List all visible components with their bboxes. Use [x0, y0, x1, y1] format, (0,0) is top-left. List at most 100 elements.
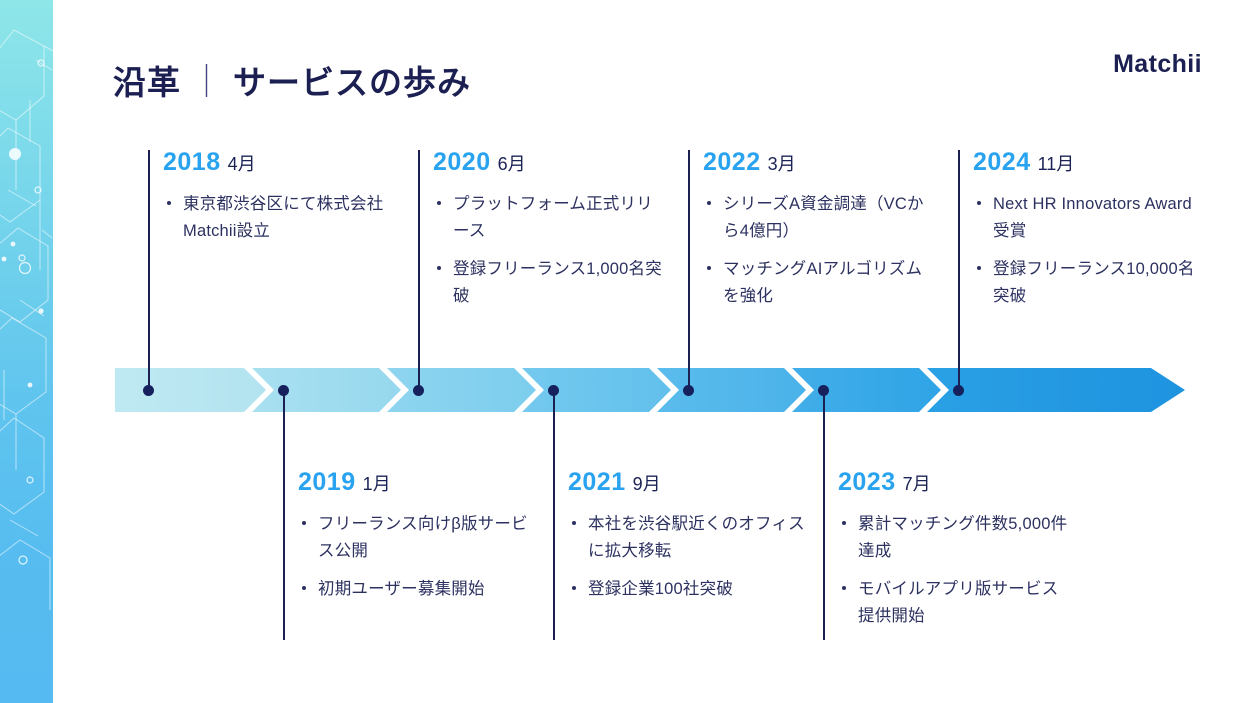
list-item: 本社を渋谷駅近くのオフィスに拡大移転	[568, 511, 813, 564]
milestone-month: 4月	[227, 154, 256, 174]
timeline-dot-2020	[413, 385, 424, 396]
milestone-2021: 2021 9月 本社を渋谷駅近くのオフィスに拡大移転 登録企業100社突破	[568, 468, 813, 603]
connector-line-2021	[553, 390, 555, 640]
timeline-dot-2023	[818, 385, 829, 396]
list-item: モバイルアプリ版サービス提供開始	[838, 576, 1073, 629]
milestone-items: Next HR Innovators Award 受賞 登録フリーランス10,0…	[973, 191, 1208, 310]
chevron-segment-2	[252, 368, 401, 412]
milestone-2022: 2022 3月 シリーズA資金調達（VCから4億円） マッチングAIアルゴリズムを…	[703, 148, 938, 310]
chevron-segment-6	[792, 368, 941, 412]
list-item: フリーランス向けβ版サービス公開	[298, 511, 533, 564]
list-item: 初期ユーザー募集開始	[298, 576, 533, 603]
milestone-2019: 2019 1月 フリーランス向けβ版サービス公開 初期ユーザー募集開始	[298, 468, 533, 603]
milestone-2018: 2018 4月 東京都渋谷区にて株式会社Matchii設立	[163, 148, 398, 244]
chevron-segment-3	[387, 368, 536, 412]
item-text: 登録フリーランス10,000名突破	[993, 260, 1195, 306]
bullet-icon	[977, 201, 981, 205]
list-item: 登録フリーランス10,000名突破	[973, 256, 1208, 309]
milestone-header: 2024 11月	[973, 148, 1208, 177]
milestone-header: 2020 6月	[433, 148, 668, 177]
milestone-year: 2021	[568, 468, 626, 496]
milestone-year: 2024	[973, 148, 1031, 176]
item-text: Next HR Innovators Award 受賞	[993, 195, 1192, 240]
chevron-segment-5	[657, 368, 806, 412]
milestone-items: フリーランス向けβ版サービス公開 初期ユーザー募集開始	[298, 511, 533, 603]
milestone-header: 2023 7月	[838, 468, 1073, 497]
chevron-segments	[115, 368, 1185, 412]
timeline-dot-2021	[548, 385, 559, 396]
milestone-2023: 2023 7月 累計マッチング件数5,000件達成 モバイルアプリ版サービス提供開…	[838, 468, 1073, 630]
milestone-year: 2023	[838, 468, 896, 496]
milestone-year: 2022	[703, 148, 761, 176]
connector-line-2019	[283, 390, 285, 640]
milestone-items: シリーズA資金調達（VCから4億円） マッチングAIアルゴリズムを強化	[703, 191, 938, 310]
connector-line-2024	[958, 150, 960, 390]
item-text: 東京都渋谷区にて株式会社Matchii設立	[183, 195, 384, 240]
item-text: 初期ユーザー募集開始	[318, 580, 485, 599]
item-text: プラットフォーム正式リリース	[453, 195, 653, 240]
bullet-icon	[707, 201, 711, 205]
bullet-icon	[302, 586, 306, 591]
page-title-main: 沿革	[113, 64, 181, 101]
bullet-icon	[437, 266, 441, 271]
chevron-segment-4	[522, 368, 671, 412]
timeline-dot-2024	[953, 385, 964, 396]
item-text: 累計マッチング件数5,000件達成	[858, 515, 1068, 560]
bullet-icon	[572, 586, 576, 591]
connector-line-2018	[148, 150, 150, 390]
item-text: マッチングAIアルゴリズムを強化	[723, 260, 923, 306]
decorative-left-rail	[0, 0, 53, 703]
item-text: 登録フリーランス1,000名突破	[453, 260, 662, 306]
item-text: フリーランス向けβ版サービス公開	[318, 515, 528, 560]
bullet-icon	[302, 521, 306, 525]
milestone-items: 東京都渋谷区にて株式会社Matchii設立	[163, 191, 398, 244]
milestone-header: 2022 3月	[703, 148, 938, 177]
chevron-segment-7-arrowhead	[927, 368, 1185, 412]
bullet-icon	[167, 201, 171, 205]
list-item: プラットフォーム正式リリース	[433, 191, 668, 244]
timeline-dot-2019	[278, 385, 289, 396]
hex-circuit-pattern	[0, 29, 53, 610]
milestone-year: 2018	[163, 148, 221, 176]
list-item: マッチングAIアルゴリズムを強化	[703, 256, 938, 309]
bullet-icon	[437, 201, 441, 205]
list-item: シリーズA資金調達（VCから4億円）	[703, 191, 938, 244]
connector-line-2020	[418, 150, 420, 390]
milestone-header: 2021 9月	[568, 468, 813, 497]
bullet-icon	[842, 521, 846, 525]
list-item: 登録企業100社突破	[568, 576, 813, 603]
timeline-dot-2022	[683, 385, 694, 396]
item-text: シリーズA資金調達（VCから4億円）	[723, 195, 924, 240]
item-text: 登録企業100社突破	[588, 580, 734, 599]
milestone-year: 2019	[298, 468, 356, 496]
milestone-month: 7月	[902, 474, 931, 494]
milestone-2024: 2024 11月 Next HR Innovators Award 受賞 登録フリ…	[973, 148, 1208, 310]
title-divider: ｜	[190, 63, 224, 100]
brand-logo: Matchii	[1113, 50, 1202, 78]
list-item: 登録フリーランス1,000名突破	[433, 256, 668, 309]
list-item: 東京都渋谷区にて株式会社Matchii設立	[163, 191, 398, 244]
milestone-items: 累計マッチング件数5,000件達成 モバイルアプリ版サービス提供開始	[838, 511, 1073, 630]
milestone-month: 3月	[767, 154, 796, 174]
connector-line-2023	[823, 390, 825, 640]
chevron-segment-1	[115, 368, 266, 412]
page-title: 沿革｜サービスの歩み	[113, 56, 471, 104]
milestone-year: 2020	[433, 148, 491, 176]
list-item: Next HR Innovators Award 受賞	[973, 191, 1208, 244]
milestone-2020: 2020 6月 プラットフォーム正式リリース 登録フリーランス1,000名突破	[433, 148, 668, 310]
milestone-month: 6月	[497, 154, 526, 174]
connector-line-2022	[688, 150, 690, 390]
milestone-items: プラットフォーム正式リリース 登録フリーランス1,000名突破	[433, 191, 668, 310]
list-item: 累計マッチング件数5,000件達成	[838, 511, 1073, 564]
bullet-icon	[842, 586, 846, 591]
timeline-dot-2018	[143, 385, 154, 396]
milestone-items: 本社を渋谷駅近くのオフィスに拡大移転 登録企業100社突破	[568, 511, 813, 603]
bullet-icon	[707, 266, 711, 271]
item-text: モバイルアプリ版サービス提供開始	[858, 580, 1059, 626]
milestone-header: 2018 4月	[163, 148, 398, 177]
milestone-month: 9月	[632, 474, 661, 494]
milestone-month: 1月	[362, 474, 391, 494]
milestone-month: 11月	[1037, 154, 1075, 174]
